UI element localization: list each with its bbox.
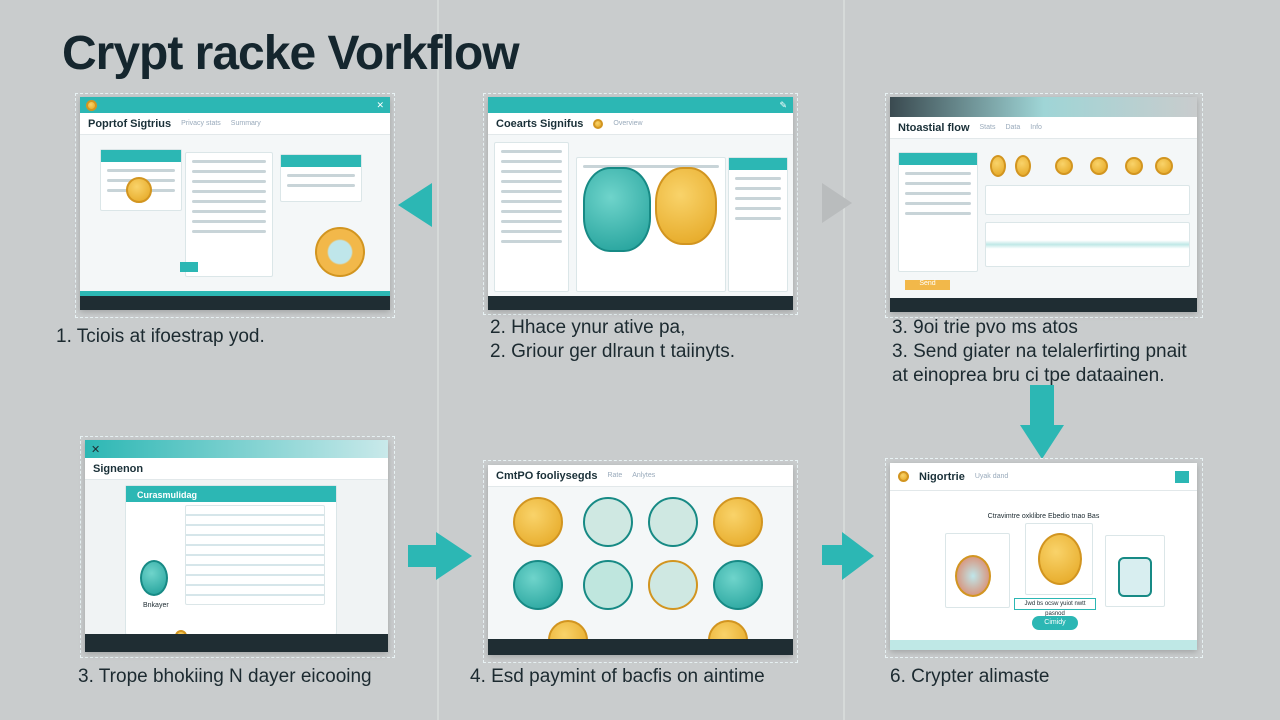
step-4-screenshot[interactable]: ✕ Signenon Curasmulidag Bnkayer [85, 440, 388, 652]
arrow-right-icon [436, 532, 472, 580]
coin-icon [140, 560, 168, 596]
caption-line: 3. 9oi trie pvo ms atos [892, 317, 1078, 338]
line-chart [985, 222, 1190, 267]
bitcoin-coin-icon [713, 497, 763, 547]
bitcoin-coin-icon [513, 497, 563, 547]
tab[interactable]: Summary [230, 120, 261, 127]
step-4-caption: 3. Trope bhokiing N dayer eicooing [78, 666, 372, 687]
bitcoin-coin-icon [1055, 157, 1073, 175]
arrow-shaft [408, 545, 438, 567]
tab[interactable]: Privacy stats [181, 120, 221, 127]
arrow-right-icon [822, 183, 852, 223]
bitcoin-coin-icon [86, 99, 97, 111]
step-1-caption: 1. Tciois at ifoestrap yod. [56, 326, 265, 347]
bitcoin-coin-icon [990, 155, 1006, 177]
caption-line: 2. Hhace ynur ative pa, [490, 317, 686, 338]
step-5-caption: 4. Esd paymint of bacfis on aintime [470, 666, 765, 687]
edit-icon[interactable]: ✎ [779, 99, 787, 110]
menu-button[interactable] [1175, 470, 1189, 483]
step-3-frame [885, 93, 1203, 318]
caption-line: at einoprea bru ci tpe dataainen. [892, 365, 1165, 386]
caption-line: 2. Griour ger dlraun t taiinyts. [490, 341, 735, 362]
step-2-caption: 2. Hhace ynur ative pa, 2. Griour ger dlr… [490, 316, 735, 364]
tab[interactable]: Data [1005, 124, 1021, 131]
step-5-frame [483, 460, 798, 663]
bitcoin-coin-icon [713, 560, 763, 610]
coin-icon [513, 560, 563, 610]
step-2-screenshot[interactable]: ✎ Coearts Signifus Overview [488, 97, 793, 310]
bitcoin-coin-icon [1090, 157, 1108, 175]
divider [437, 0, 439, 720]
bitcoin-coin-icon [655, 167, 717, 245]
atm-icon [583, 560, 633, 610]
step-1-frame [75, 93, 395, 318]
tab[interactable]: Stats [979, 124, 996, 131]
app-title: Nigortrie [919, 470, 965, 483]
step-6-caption: 6. Crypter alimaste [890, 666, 1050, 687]
app-title: CmtPO fooliysegds [496, 469, 598, 482]
bitcoin-coin-icon [1038, 533, 1082, 585]
step-4-frame [80, 436, 395, 658]
app-title: Poprtof Sigtrius [88, 117, 172, 130]
wallet-coin-icon [583, 497, 633, 547]
arrow-left-icon [398, 183, 432, 227]
step-5-screenshot[interactable]: CmtPO fooliysegds Rate Anlytes [488, 465, 793, 655]
arrow-shaft [822, 545, 844, 565]
section-heading: Ctravimtre oxklibre Ebedio tnao Bas [987, 513, 1100, 520]
step-6-frame [885, 458, 1203, 658]
bitcoin-coin-icon [1155, 157, 1173, 175]
app-title: Coearts Signifus [496, 117, 584, 130]
page-title: Crypt racke Vorkflow [62, 27, 520, 80]
tab[interactable]: Info [1030, 124, 1042, 131]
coin-wheel-icon [315, 227, 365, 277]
bitcoin-coin-icon [898, 471, 909, 482]
document-shield-icon [1118, 557, 1152, 597]
close-icon[interactable]: ✕ [376, 99, 384, 110]
bitcoin-pen-icon [648, 560, 698, 610]
close-icon[interactable]: ✕ [91, 444, 101, 456]
step-3-screenshot[interactable]: Ntoastial flow Stats Data Info Send [890, 97, 1197, 312]
tab[interactable]: Overview [613, 120, 643, 127]
data-table [185, 505, 325, 605]
step-1-screenshot[interactable]: ✕ Poprtof Sigtrius Privacy stats Summary [80, 97, 390, 310]
coin-icon [955, 555, 991, 597]
bitcoin-coin-icon [593, 118, 604, 129]
send-button[interactable]: Send [905, 280, 950, 290]
step-2-frame [483, 93, 798, 315]
app-title: Signenon [93, 462, 144, 475]
subtitle: Uyak dand [974, 473, 1009, 480]
label: Bnkayer [143, 602, 169, 609]
card-title: Curasmulidag [137, 490, 198, 500]
divider [843, 0, 845, 720]
bitcoin-coin-icon [1125, 157, 1143, 175]
token-icon [648, 497, 698, 547]
caption-line: 3. Send giater na telalerfirting pnait [892, 341, 1187, 362]
tab[interactable]: Rate [607, 472, 623, 479]
app-title: Ntoastial flow [898, 121, 970, 134]
arrow-right-icon [842, 532, 874, 580]
bitcoin-coin-icon [1015, 155, 1031, 177]
action-button[interactable] [180, 262, 198, 272]
arrow-down-icon [1020, 425, 1064, 459]
confirm-button[interactable]: Cimidy [1032, 616, 1078, 630]
bitcoin-coin-icon [126, 177, 152, 203]
arrow-down-shaft [1030, 385, 1054, 427]
step-6-screenshot[interactable]: Nigortrie Uyak dand Ctravimtre oxklibre E… [890, 463, 1197, 650]
step-3-caption: 3. 9oi trie pvo ms atos 3. Send giater na… [892, 316, 1187, 388]
info-banner: Jwd bs ocsw yuiot nwtt pasnod [1014, 598, 1096, 617]
tab[interactable]: Anlytes [632, 472, 656, 479]
shield-coin-icon [583, 167, 651, 252]
